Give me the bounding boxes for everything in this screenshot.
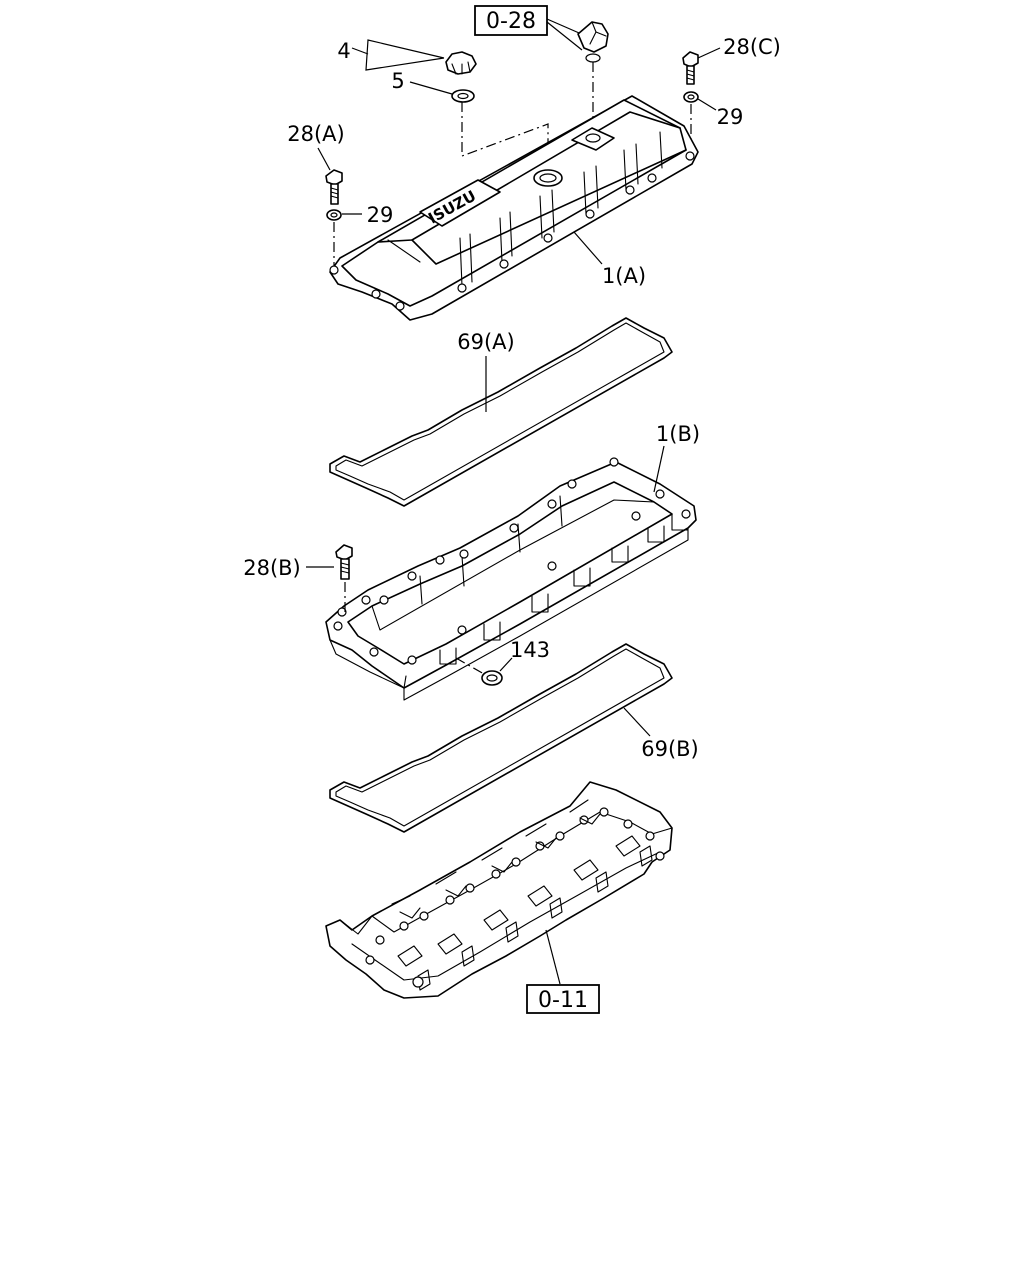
bolt-28b-part bbox=[335, 544, 353, 580]
oil-filler-cap-part bbox=[445, 51, 477, 75]
oil-cap-seal-part bbox=[451, 89, 475, 103]
label-part-28a: 28(A) bbox=[287, 122, 344, 146]
label-part-29-left: 29 bbox=[367, 203, 394, 227]
label-part-1a: 1(A) bbox=[602, 264, 646, 288]
gasket-69a-part bbox=[329, 317, 673, 507]
label-part-28b: 28(B) bbox=[243, 556, 301, 580]
gasket-69b-part bbox=[329, 643, 673, 833]
ref-box-0-28[interactable]: 0-28 bbox=[474, 5, 548, 36]
washer-29-right-part bbox=[683, 91, 699, 103]
washer-29-left-part bbox=[326, 209, 342, 221]
label-part-1b: 1(B) bbox=[656, 422, 700, 446]
breather-cap-part bbox=[577, 21, 609, 63]
ref-label-0-28: 0-28 bbox=[486, 9, 536, 34]
label-part-29-right: 29 bbox=[717, 105, 744, 129]
label-part-28c: 28(C) bbox=[723, 35, 781, 59]
bolt-28a-part bbox=[325, 169, 343, 205]
label-part-5: 5 bbox=[391, 69, 404, 93]
seal-143-part bbox=[481, 670, 503, 686]
ref-box-0-11[interactable]: 0-11 bbox=[526, 984, 600, 1014]
bolt-28c-part bbox=[682, 51, 699, 85]
label-part-143: 143 bbox=[510, 638, 550, 662]
rocker-cover-upper-part: ISUZU bbox=[329, 95, 699, 321]
label-part-69a: 69(A) bbox=[457, 330, 514, 354]
rocker-cover-lower-part bbox=[325, 457, 697, 701]
ref-label-0-11: 0-11 bbox=[538, 988, 588, 1013]
label-part-69b: 69(B) bbox=[641, 737, 699, 761]
cylinder-head-part bbox=[325, 781, 673, 999]
label-part-4: 4 bbox=[337, 39, 350, 63]
